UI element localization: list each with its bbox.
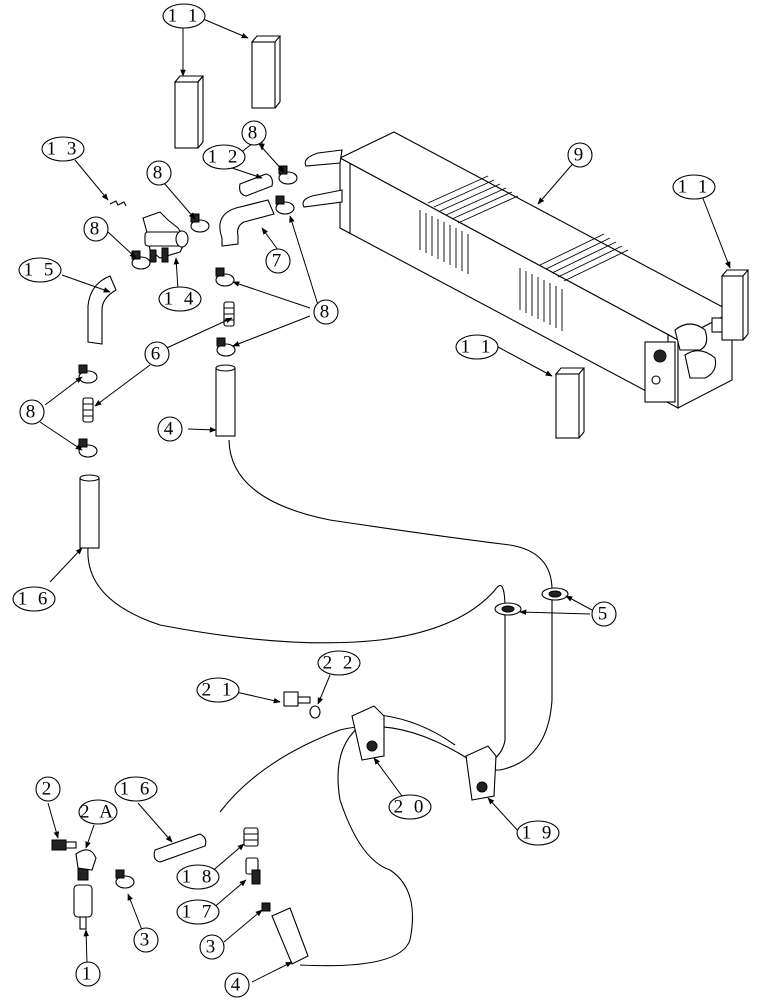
callout-1: 1 — [75, 961, 101, 987]
callout-11-top: 1 1 — [162, 3, 206, 29]
insulator-bottom — [554, 367, 586, 439]
svg-text:4: 4 — [164, 419, 177, 440]
tube-16-left — [79, 474, 100, 549]
callout-6: 6 — [144, 341, 170, 367]
bracket-20 — [351, 705, 385, 761]
callout-21: 2 1 — [196, 677, 240, 703]
callout-20: 2 0 — [388, 794, 432, 820]
hose-lines — [87, 439, 553, 967]
svg-text:4: 4 — [231, 975, 244, 996]
hose-clamp — [78, 165, 298, 889]
svg-text:1 4: 1 4 — [164, 289, 197, 310]
callout-22: 2 2 — [317, 650, 361, 676]
callout-12: 1 2 — [202, 144, 246, 170]
callout-2: 2 — [35, 776, 61, 802]
callout-8-lower-left: 8 — [19, 399, 45, 425]
svg-text:2 2: 2 2 — [323, 653, 356, 674]
svg-text:2: 2 — [42, 779, 55, 800]
svg-text:1 5: 1 5 — [24, 260, 57, 281]
svg-text:1 8: 1 8 — [182, 867, 215, 888]
svg-text:1 9: 1 9 — [522, 823, 555, 844]
svg-text:2 1: 2 1 — [202, 680, 235, 701]
callout-13: 1 3 — [41, 136, 85, 162]
callout-8-top: 8 — [241, 120, 267, 146]
svg-text:8: 8 — [153, 163, 166, 184]
callout-19: 1 9 — [516, 820, 560, 846]
bolt-21 — [283, 691, 311, 707]
fitting-18 — [243, 827, 259, 847]
fitting-2 — [51, 839, 77, 851]
svg-text:1 6: 1 6 — [120, 779, 153, 800]
callout-4-upper: 4 — [157, 416, 183, 442]
callout-18: 1 8 — [176, 864, 220, 890]
svg-text:8: 8 — [26, 402, 39, 423]
insulator-top-right — [250, 35, 282, 109]
svg-text:6: 6 — [151, 344, 164, 365]
callout-11-right: 1 1 — [672, 174, 716, 200]
svg-text:3: 3 — [206, 937, 219, 958]
leader-lines — [39, 15, 731, 983]
hose-16-lower — [153, 833, 207, 863]
callout-9: 9 — [567, 142, 593, 168]
hose-7 — [219, 199, 275, 247]
callout-2a: 2 A — [78, 799, 118, 825]
svg-text:5: 5 — [598, 604, 611, 625]
tube-4-upper — [215, 364, 236, 437]
callout-8-left: 8 — [83, 216, 109, 242]
insulator-right — [720, 269, 750, 341]
svg-text:1 1: 1 1 — [461, 337, 494, 358]
svg-text:2 A: 2 A — [80, 802, 116, 823]
callout-3-left: 3 — [133, 927, 159, 953]
callout-16-left: 1 6 — [12, 586, 56, 612]
drain-valve-1 — [73, 865, 93, 930]
tube-4-lower — [271, 907, 309, 965]
svg-text:1 7: 1 7 — [182, 902, 215, 923]
callout-7: 7 — [265, 248, 291, 274]
callout-15: 1 5 — [18, 257, 62, 283]
svg-text:1: 1 — [82, 964, 95, 985]
svg-text:2 0: 2 0 — [394, 797, 427, 818]
svg-text:7: 7 — [272, 251, 285, 272]
svg-text:9: 9 — [574, 145, 587, 166]
callout-14: 1 4 — [158, 286, 202, 312]
svg-text:1 6: 1 6 — [18, 589, 51, 610]
hose-12 — [239, 173, 273, 197]
clamp-3 — [261, 902, 271, 912]
svg-text:1 1: 1 1 — [678, 177, 711, 198]
svg-text:1 2: 1 2 — [208, 147, 241, 168]
heater-valve — [142, 211, 189, 263]
insulator-top-left — [173, 75, 205, 149]
callout-17: 1 7 — [176, 899, 220, 925]
callout-8-valve: 8 — [146, 160, 172, 186]
grommet — [494, 587, 569, 616]
hose-15 — [87, 275, 117, 345]
svg-text:1 3: 1 3 — [47, 139, 80, 160]
heater-core — [302, 131, 734, 409]
callout-5: 5 — [591, 601, 617, 627]
fitting-17 — [245, 857, 261, 885]
bracket-19 — [465, 745, 497, 801]
washer-22 — [309, 705, 321, 719]
callout-8-center: 8 — [313, 299, 339, 325]
callout-11-bottom: 1 1 — [455, 334, 499, 360]
elbow-2a — [75, 849, 97, 871]
svg-text:8: 8 — [90, 219, 103, 240]
callout-3-right: 3 — [199, 934, 225, 960]
callout-4-lower: 4 — [224, 972, 250, 998]
svg-text:1 1: 1 1 — [168, 6, 201, 27]
svg-text:3: 3 — [140, 930, 153, 951]
heater-core-fins — [419, 175, 629, 331]
callout-16-lower: 1 6 — [114, 776, 158, 802]
connector-13 — [109, 200, 127, 207]
svg-text:8: 8 — [248, 123, 261, 144]
svg-text:8: 8 — [320, 302, 333, 323]
